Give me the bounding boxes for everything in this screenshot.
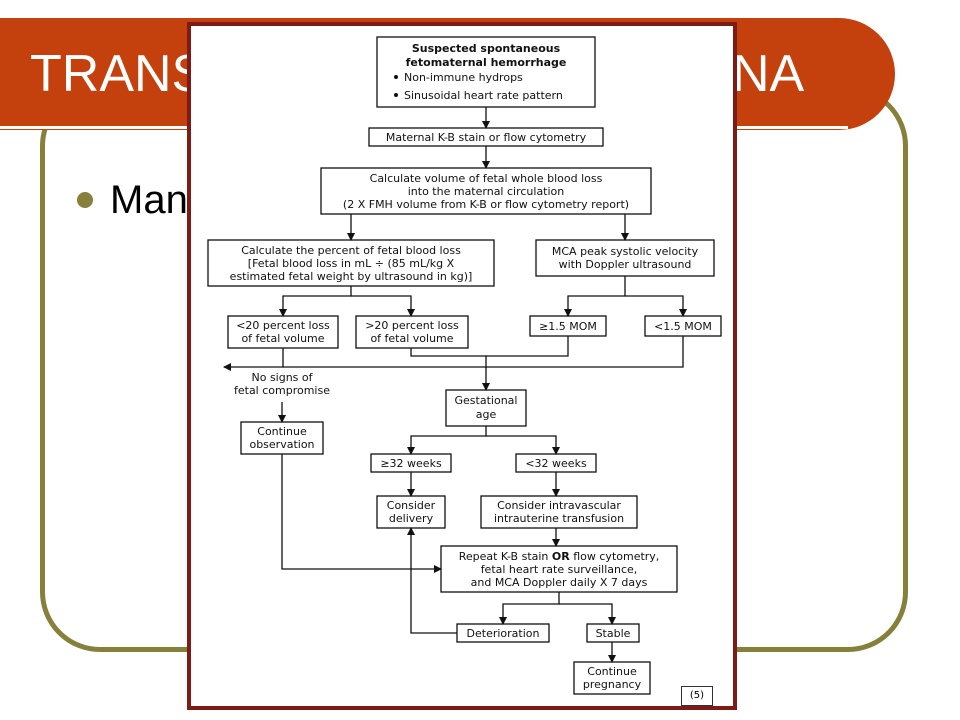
start-title-1: Suspected spontaneous <box>412 42 561 55</box>
mom-low-label: <1.5 MOM <box>654 320 712 333</box>
repeat-1: Repeat K-B stain OR flow cytometry, <box>459 550 660 563</box>
less20-1: <20 percent loss <box>236 319 330 332</box>
connector-percent-split-right <box>351 295 415 317</box>
mca-2: with Doppler ultrasound <box>559 258 692 271</box>
connector-less20-nosigns <box>223 348 284 371</box>
nosigns-2: fetal compromise <box>234 384 330 397</box>
transfusion-2: intrauterine transfusion <box>494 512 624 525</box>
deterioration-label: Deterioration <box>467 627 540 640</box>
more20-1: >20 percent loss <box>365 319 459 332</box>
calc-percent-3: estimated fetal weight by ultrasound in … <box>230 270 473 283</box>
start-bullet-dot-1 <box>394 75 398 79</box>
box-calc-percent <box>207 239 495 287</box>
kb-stain-label: Maternal K-B stain or flow cytometry <box>386 131 587 144</box>
connector-deterioration-delivery <box>407 527 457 634</box>
connector-repeat-split-right <box>559 603 616 625</box>
repeat-1c: flow cytometry, <box>570 550 660 563</box>
calc-volume-3: (2 X FMH volume from K-B or flow cytomet… <box>343 198 629 211</box>
connector-continue-repeat <box>281 454 442 573</box>
mom-high-label: ≥1.5 MOM <box>539 320 597 333</box>
bullet-text: Man <box>110 178 188 222</box>
continue-obs-1: Continue <box>257 425 307 438</box>
continue-preg-1: Continue <box>587 665 637 678</box>
gest-age-2: age <box>476 408 497 421</box>
connector-mom-low-merge <box>283 336 684 368</box>
weeks-high-label: ≥32 weeks <box>380 457 442 470</box>
box-less20 <box>227 315 339 349</box>
flowchart-panel: Suspected spontaneous fetomaternal hemor… <box>187 22 737 710</box>
start-bullet-dot-2 <box>394 93 398 97</box>
repeat-1-or: OR <box>552 550 570 563</box>
mca-1: MCA peak systolic velocity <box>552 245 699 258</box>
box-calc-volume <box>320 167 652 215</box>
start-bullet-1: Non-immune hydrops <box>404 71 523 84</box>
repeat-2: fetal heart rate surveillance, <box>481 563 638 576</box>
connector-gest-split <box>407 426 487 455</box>
box-start <box>376 36 596 108</box>
bullet-dot <box>77 192 93 208</box>
nosigns-1: No signs of <box>251 371 313 384</box>
start-title-2: fetomaternal hemorrhage <box>406 56 567 69</box>
transfusion-1: Consider intravascular <box>497 499 621 512</box>
connector-mca-split <box>564 276 626 317</box>
citation-badge: (5) <box>681 686 713 706</box>
slide-title-right: NA <box>732 45 805 103</box>
box-transfusion <box>480 495 638 529</box>
box-continue-obs <box>240 421 324 455</box>
calc-volume-1: Calculate volume of fetal whole blood lo… <box>370 172 603 185</box>
weeks-low-label: <32 weeks <box>525 457 587 470</box>
delivery-1: Consider <box>387 499 436 512</box>
box-continue-preg <box>573 661 651 695</box>
gest-age-1: Gestational <box>455 394 518 407</box>
stable-label: Stable <box>596 627 631 640</box>
less20-2: of fetal volume <box>241 332 324 345</box>
continue-obs-2: observation <box>249 438 314 451</box>
connector-gest-split-right <box>486 435 560 455</box>
flowchart-diagram: Suspected spontaneous fetomaternal hemor… <box>207 36 722 695</box>
box-mca <box>535 239 715 277</box>
continue-preg-2: pregnancy <box>583 678 642 691</box>
calc-volume-2: into the maternal circulation <box>408 185 565 198</box>
connector-percent-split <box>279 286 352 317</box>
repeat-3: and MCA Doppler daily X 7 days <box>471 576 648 589</box>
connector-mom-high-gest <box>486 336 569 357</box>
connector-repeat-split <box>499 592 560 625</box>
delivery-2: delivery <box>389 512 434 525</box>
slide-title-left: TRANS <box>30 45 207 103</box>
connector-mca-split-right <box>625 295 687 317</box>
start-bullet-2: Sinusoidal heart rate pattern <box>404 89 563 102</box>
connector-more20-gest <box>410 348 490 391</box>
box-more20 <box>355 315 469 349</box>
calc-percent-2: [Fetal blood loss in mL ÷ (85 mL/kg X <box>248 257 455 270</box>
calc-percent-1: Calculate the percent of fetal blood los… <box>241 244 461 257</box>
more20-2: of fetal volume <box>370 332 453 345</box>
repeat-1a: Repeat K-B stain <box>459 550 552 563</box>
